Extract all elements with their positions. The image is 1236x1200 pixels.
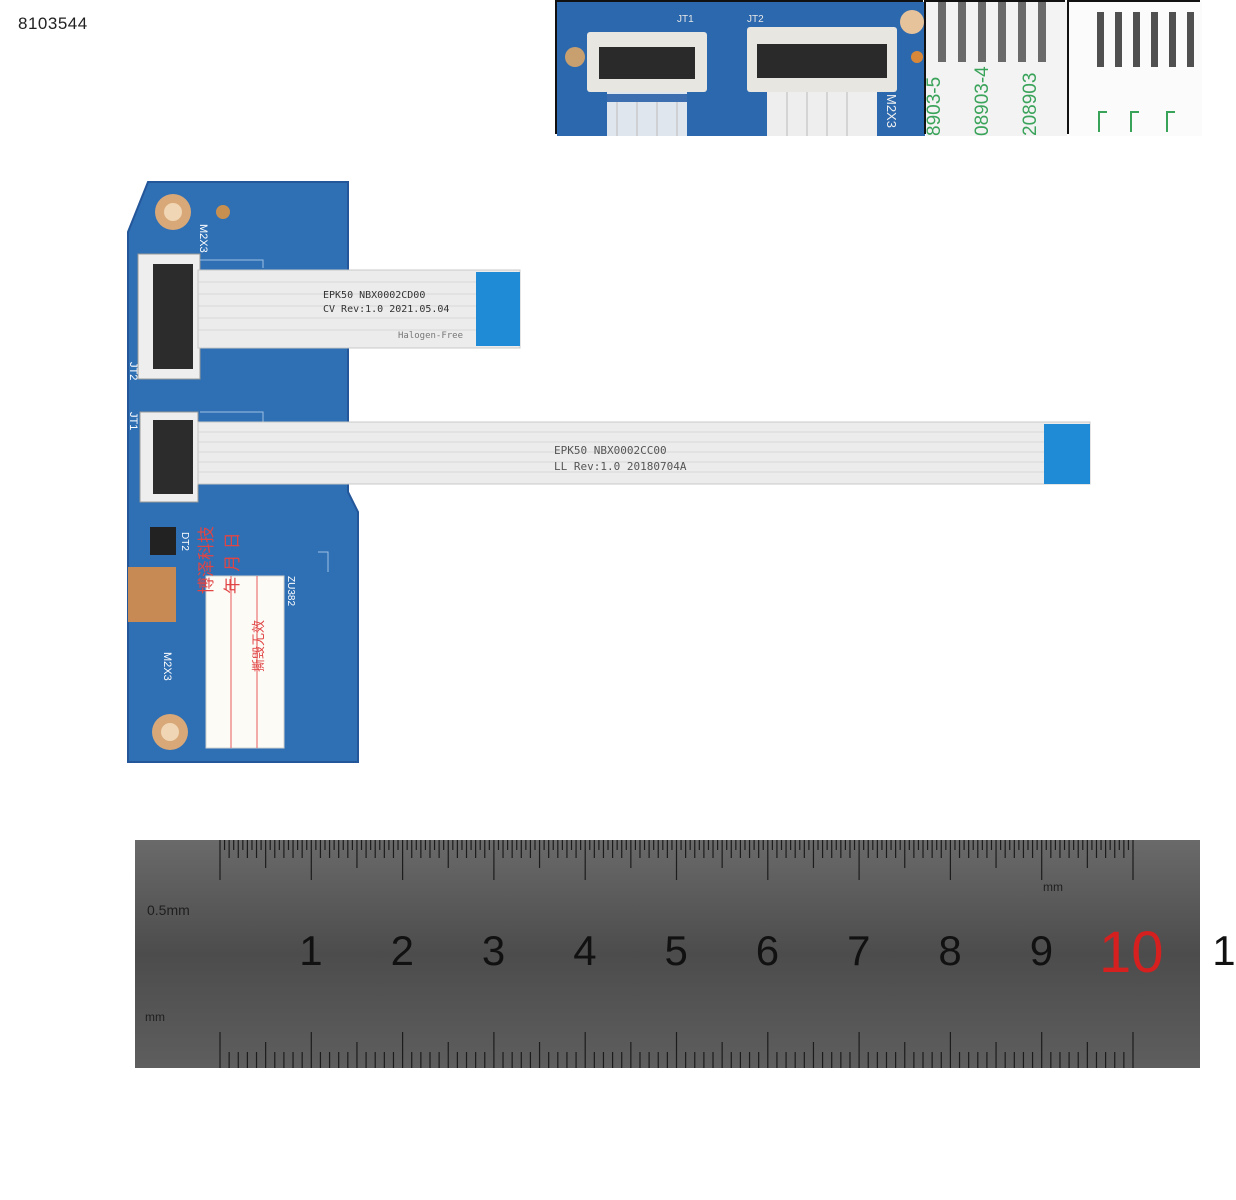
ruler-unit-label-right: mm xyxy=(1043,880,1063,894)
short-flat-cable: EPK50 NBX0002CD00 CV Rev:1.0 2021.05.04 … xyxy=(197,268,521,350)
ruler-number: 3 xyxy=(481,927,506,974)
ruler-number: 6 xyxy=(755,927,780,974)
ruler-number-row: 1 2 3 4 5 6 7 8 9 10 1 xyxy=(135,840,1235,1068)
inset-label-jt2: JT2 xyxy=(747,14,764,25)
inset-cable-label-1: 8903-5 xyxy=(924,77,945,136)
sticker-text-void: 撕毁无效 xyxy=(252,620,267,672)
ruler-number: 9 xyxy=(1029,927,1054,974)
inset-cable-contacts-photo xyxy=(1067,0,1202,136)
short-cable-side-label: Halogen-Free xyxy=(398,331,464,341)
ruler-number: 10 xyxy=(1099,920,1164,985)
board-label-m2x3-top: M2X3 xyxy=(197,224,209,253)
long-flat-cable: EPK50 NBX0002CC00 LL Rev:1.0 20180704A xyxy=(197,420,1091,486)
sticker-text-date: 年 月 日 xyxy=(223,532,243,594)
ruler-number: 8 xyxy=(938,927,962,974)
ruler-number: 7 xyxy=(847,927,871,974)
inset-cable-label-2: 08903-4 xyxy=(972,66,993,136)
warranty-sticker: 博泽科技 年 月 日 撕毁无效 xyxy=(197,526,285,749)
steel-ruler: 0.5mm mm mm 1 2 3 4 5 6 7 8 9 10 1 xyxy=(135,840,1236,1068)
inset-cable-print-photo: 8903-5 08903-4 208903 xyxy=(924,0,1067,136)
board-label-zu382: ZU382 xyxy=(285,576,296,606)
inset-label-jt1: JT1 xyxy=(677,14,694,25)
ruler-number: 4 xyxy=(573,927,597,974)
short-cable-label-line1: EPK50 NBX0002CD00 xyxy=(323,290,426,301)
long-cable-label-line2: LL Rev:1.0 20180704A xyxy=(554,460,687,473)
ruler-number: 2 xyxy=(390,927,414,974)
inset-connectors-photo: JT1 JT2 M2X3 xyxy=(555,0,925,136)
inset-label-m2x3: M2X3 xyxy=(884,94,899,128)
board-label-m2x3-bottom: M2X3 xyxy=(161,652,173,681)
ruler-unit-label-bottom: mm xyxy=(145,1010,165,1024)
ruler-unit-label: 0.5mm xyxy=(147,902,190,918)
ruler-number: 5 xyxy=(664,927,688,974)
product-code: 8103544 xyxy=(18,14,88,33)
inset-cable-label-3: 208903 xyxy=(1020,73,1041,136)
board-label-jt1: JT1 xyxy=(127,412,139,430)
ruler-number: 1 xyxy=(299,927,323,974)
short-cable-label-line2: CV Rev:1.0 2021.05.04 xyxy=(323,304,450,315)
board-label-jt2: JT2 xyxy=(127,362,139,380)
ruler-number: 1 xyxy=(1212,927,1236,974)
long-cable-blue-tab xyxy=(1044,424,1090,484)
sticker-text-brand: 博泽科技 xyxy=(197,526,217,594)
short-cable-blue-tab xyxy=(476,272,520,346)
long-cable-label-line1: EPK50 NBX0002CC00 xyxy=(554,444,667,457)
board-label-dt2: DT2 xyxy=(179,532,190,551)
